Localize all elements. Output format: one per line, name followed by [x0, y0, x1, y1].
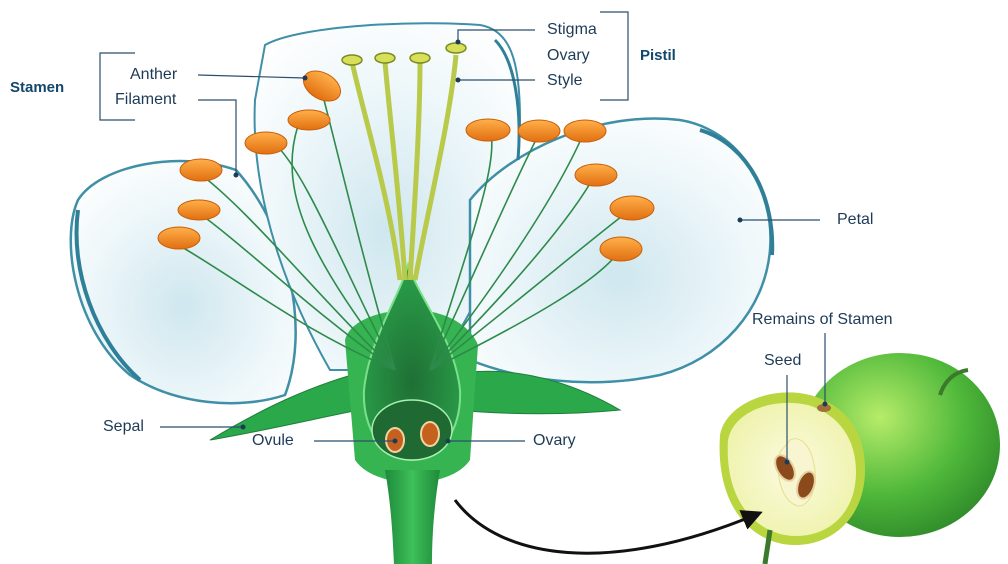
development-arrow: [455, 500, 755, 553]
stamen-group-label: Stamen: [10, 79, 64, 97]
pistil-group-label: Pistil: [640, 47, 676, 65]
sepal-label: Sepal: [103, 418, 144, 436]
petal-left: [71, 161, 296, 403]
flower-stem: [385, 470, 440, 564]
apple: [720, 353, 1000, 564]
ovule-label: Ovule: [252, 432, 294, 450]
anther-label: Anther: [130, 66, 177, 84]
stigma-label: Stigma: [547, 21, 597, 39]
ovary-label: Ovary: [533, 432, 576, 450]
style-label: Style: [547, 72, 583, 90]
petal-label: Petal: [837, 211, 873, 229]
filament-label: Filament: [115, 91, 176, 109]
ovary-top-label: Ovary: [547, 47, 590, 65]
ovule-right: [421, 422, 439, 446]
remains-of-stamen-label: Remains of Stamen: [752, 311, 893, 329]
seed-label: Seed: [764, 352, 801, 370]
